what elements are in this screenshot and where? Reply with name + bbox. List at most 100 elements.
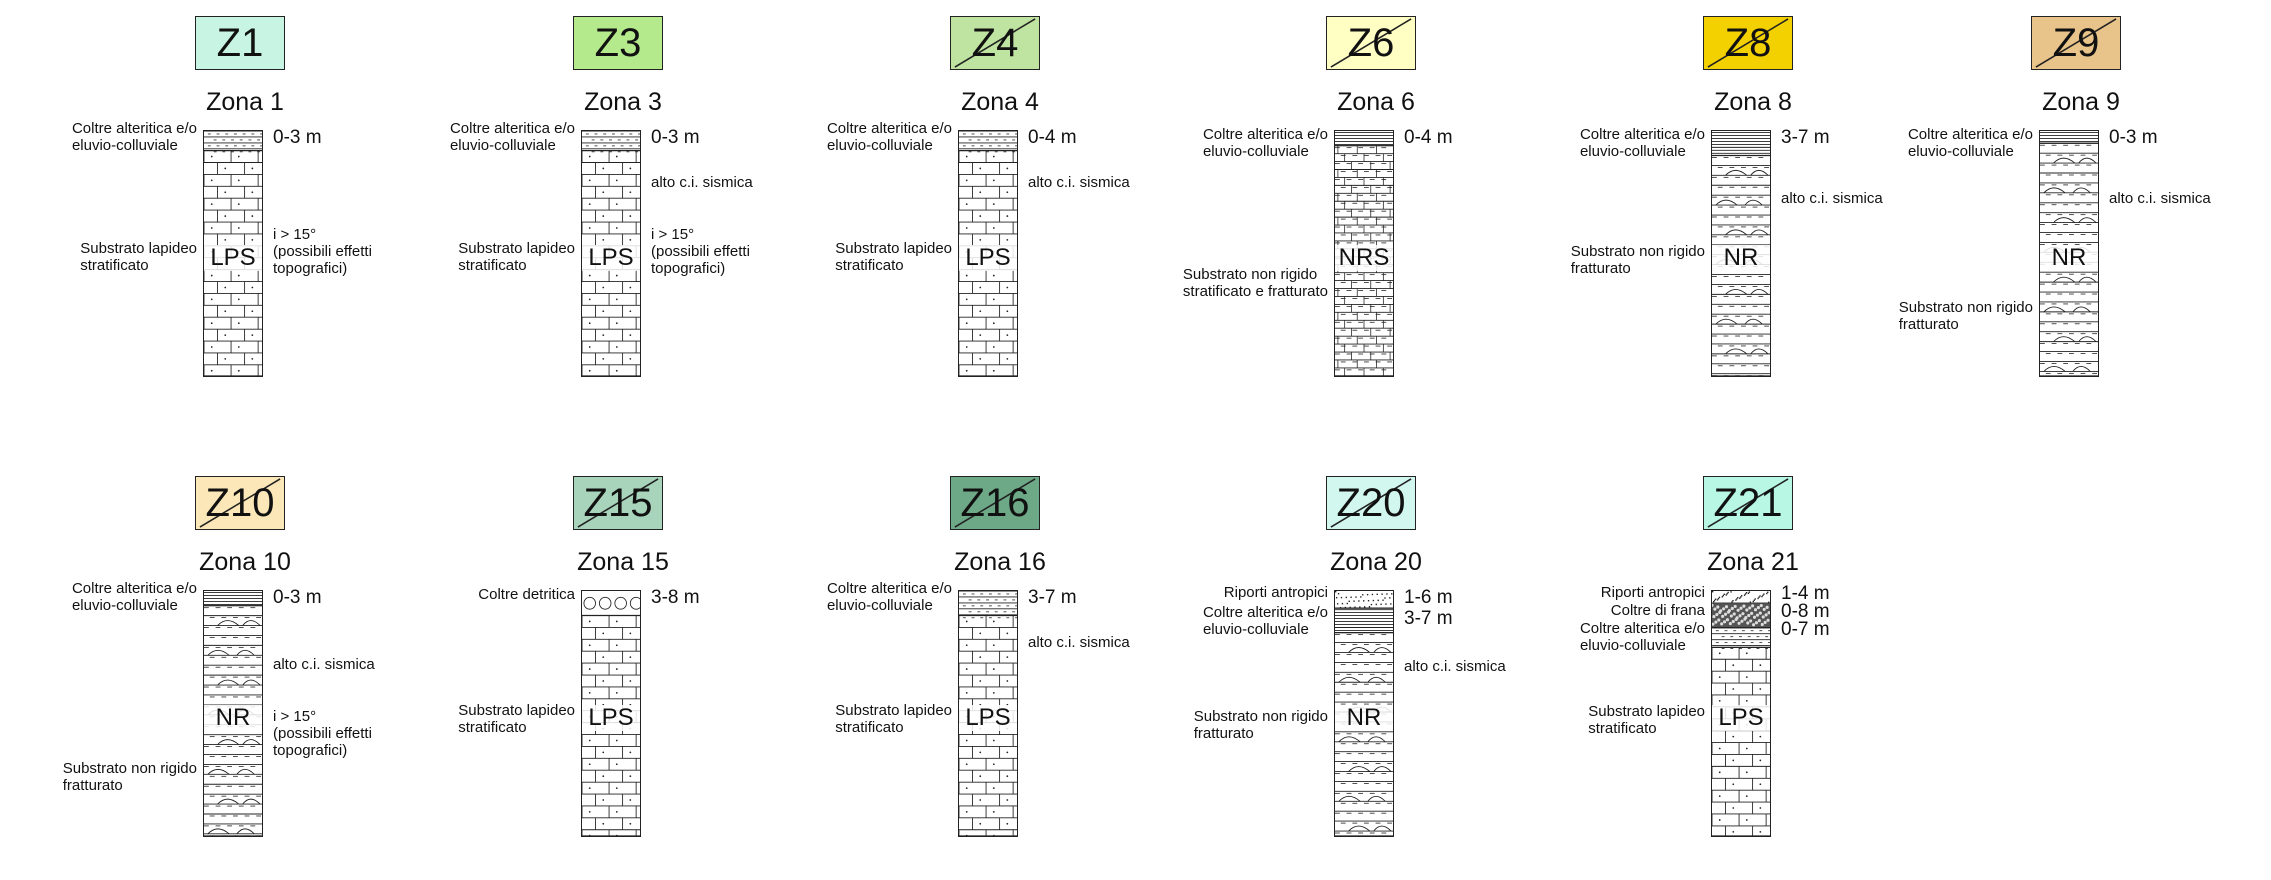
layer-description: Coltre alteritica e/o eluvio-colluviale — [1579, 620, 1705, 654]
zone-code: Z16 — [960, 481, 1030, 525]
layer-lines — [1712, 132, 1770, 157]
site-note: i > 15° (possibili effetti topografici) — [273, 226, 372, 277]
layer-description: Substrato lapideo stratificato — [835, 240, 952, 274]
layer-description: Coltre alteritica e/o eluvio-colluviale — [826, 120, 952, 154]
thickness-range: 0-3 m — [2109, 127, 2158, 148]
zone-title: Zona 20 — [1330, 548, 1422, 576]
lithology-tag: LPS — [582, 244, 640, 271]
zone-code: Z1 — [216, 21, 264, 65]
lithology-tag: LPS — [959, 244, 1017, 271]
zone-title: Zona 21 — [1707, 548, 1799, 576]
lithology-tag: LPS — [582, 704, 640, 731]
lithology-tag: NR — [1335, 704, 1393, 731]
layer-description: Substrato non rigido fratturato — [62, 760, 197, 794]
zone-code: Z21 — [1713, 481, 1783, 525]
zone-code-badge: Z10 — [195, 476, 285, 530]
site-note: i > 15° (possibili effetti topografici) — [273, 708, 372, 759]
stratigraphic-column: NR — [2039, 130, 2099, 377]
zone-title: Zona 15 — [577, 548, 669, 576]
layer-description: Coltre alteritica e/o eluvio-colluviale — [1202, 126, 1328, 160]
zone-code-badge: Z8 — [1703, 16, 1793, 70]
layer-description: Coltre alteritica e/o eluvio-colluviale — [1907, 126, 2033, 160]
layer-description: Coltre alteritica e/o eluvio-colluviale — [449, 120, 575, 154]
layer-lines — [2040, 132, 2098, 144]
zone-code-badge: Z3 — [573, 16, 663, 70]
thickness-range: 0-4 m — [1404, 127, 1453, 148]
zone-code: Z10 — [205, 481, 275, 525]
layer-description: Coltre di frana — [1610, 602, 1705, 619]
zone-code-badge: Z9 — [2031, 16, 2121, 70]
zone-code-badge: Z21 — [1703, 476, 1793, 530]
layer-limestone — [959, 615, 1017, 836]
layer-description: Riporti antropici — [1600, 584, 1705, 601]
thickness-range: 3-7 m — [1028, 587, 1077, 608]
site-note: alto c.i. sismica — [651, 174, 753, 191]
zone-title: Zona 10 — [199, 548, 291, 576]
thickness-range: 0-8 m — [1781, 601, 1830, 622]
zone-title: Zona 4 — [961, 88, 1039, 116]
site-note: alto c.i. sismica — [1028, 174, 1130, 191]
zone-code-badge: Z1 — [195, 16, 285, 70]
lithology-tag: NR — [2040, 244, 2098, 271]
zone-code-badge: Z6 — [1326, 16, 1416, 70]
layer-description: Substrato lapideo stratificato — [458, 702, 575, 736]
strikethrough-line — [1330, 478, 1412, 528]
stratigraphic-column: NR — [203, 590, 263, 837]
stratigraphic-column: LPS — [581, 590, 641, 837]
layer-lines — [204, 592, 262, 607]
stratigraphic-column: LPS — [203, 130, 263, 377]
zone-code: Z15 — [583, 481, 653, 525]
strikethrough-line — [1707, 18, 1789, 68]
layer-description: Substrato lapideo stratificato — [835, 702, 952, 736]
layer-cover — [204, 131, 262, 153]
stratigraphic-column: NR — [1334, 590, 1394, 837]
zone-code-badge: Z4 — [950, 16, 1040, 70]
layer-description: Substrato non rigido fratturato — [1570, 243, 1705, 277]
strikethrough-line — [954, 18, 1036, 68]
layer-nr — [1712, 155, 1770, 376]
layer-limestone — [1712, 646, 1770, 836]
layer-lines — [1335, 132, 1393, 147]
stratigraphic-column: NRS — [1334, 130, 1394, 377]
site-note: alto c.i. sismica — [1404, 658, 1506, 675]
layer-description: Riporti antropici — [1223, 584, 1328, 601]
site-note: alto c.i. sismica — [2109, 190, 2211, 207]
layer-fill — [1712, 591, 1770, 604]
stratigraphic-column: NR — [1711, 130, 1771, 377]
zone-title: Zona 6 — [1337, 88, 1415, 116]
layer-cover — [1712, 627, 1770, 649]
layer-nr — [1335, 632, 1393, 836]
site-note: alto c.i. sismica — [273, 656, 375, 673]
thickness-range: 1-4 m — [1781, 583, 1830, 604]
layer-cover — [582, 131, 640, 153]
zone-code: Z8 — [1724, 21, 1772, 65]
thickness-range: 3-8 m — [651, 587, 700, 608]
stratigraphic-column: LPS — [958, 130, 1018, 377]
lithology-tag: LPS — [204, 244, 262, 271]
strikethrough-line — [577, 478, 659, 528]
layer-description: Coltre detritica — [478, 586, 575, 603]
lithology-tag: LPS — [959, 704, 1017, 731]
stratigraphic-column: LPS — [1711, 590, 1771, 837]
stratigraphic-column: LPS — [581, 130, 641, 377]
site-note: alto c.i. sismica — [1781, 190, 1883, 207]
zone-code: Z3 — [594, 21, 642, 65]
layer-cover — [959, 131, 1017, 153]
zone-code: Z6 — [1347, 21, 1395, 65]
zone-code-badge: Z16 — [950, 476, 1040, 530]
layer-description: Substrato non rigido fratturato — [1193, 708, 1328, 742]
layer-description: Substrato lapideo stratificato — [458, 240, 575, 274]
lithology-tag: NRS — [1335, 244, 1393, 271]
zone-title: Zona 8 — [1714, 88, 1792, 116]
zone-title: Zona 16 — [954, 548, 1046, 576]
thickness-range: 3-7 m — [1404, 608, 1453, 629]
lithology-tag: LPS — [1712, 704, 1770, 731]
